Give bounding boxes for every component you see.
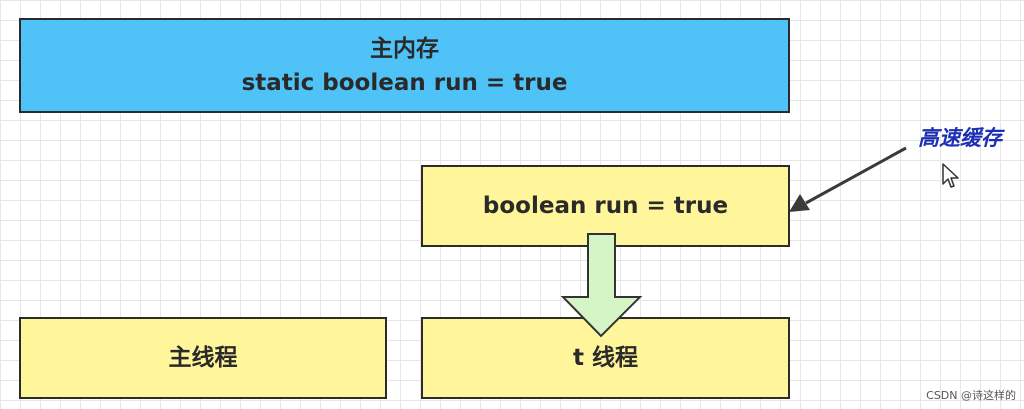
thread-cache-code: boolean run = true xyxy=(482,193,729,219)
main-thread-label: 主线程 xyxy=(168,345,238,371)
main-memory-title: 主内存 xyxy=(370,35,439,62)
callout-pointer-line xyxy=(805,146,907,205)
main-memory-code: static boolean run = true xyxy=(241,69,568,96)
t-thread-label: t 线程 xyxy=(572,345,638,371)
callout-pointer-head xyxy=(789,194,810,212)
watermark: CSDN @诗这样的 xyxy=(926,389,1016,402)
main-memory-box: 主内存 static boolean run = true xyxy=(19,18,790,113)
down-block-arrow xyxy=(560,233,643,338)
main-thread-box: 主线程 xyxy=(19,317,387,399)
thread-cache-box: boolean run = true xyxy=(421,165,790,247)
cache-callout-label: 高速缓存 xyxy=(918,126,1002,150)
mouse-cursor-icon xyxy=(942,163,959,188)
